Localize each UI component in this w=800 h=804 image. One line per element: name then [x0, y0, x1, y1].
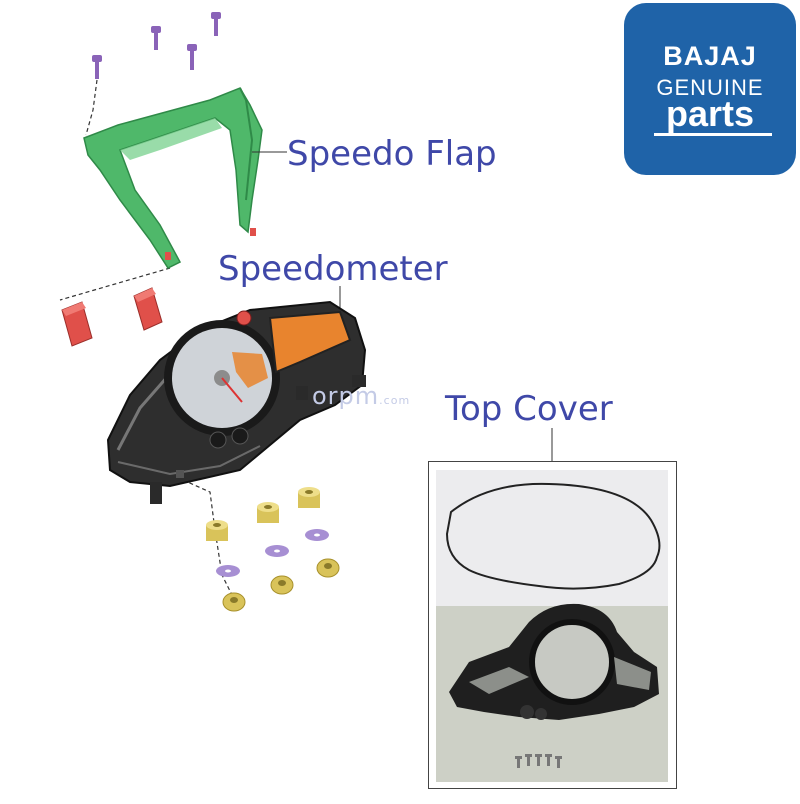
lcd-display — [268, 310, 352, 374]
cover-screws — [515, 754, 562, 768]
indicator-light — [236, 310, 252, 326]
bolt-2 — [151, 26, 161, 50]
speedo-flap-label: Speedo Flap — [287, 134, 497, 174]
top-cover-label: Top Cover — [445, 389, 613, 429]
rubber-clips — [61, 287, 163, 347]
top-cover-photo — [428, 461, 677, 789]
bajaj-genuine-parts-logo: BAJAJ GENUINE parts — [624, 3, 796, 175]
nut — [316, 558, 340, 578]
speedometer-label: Speedometer — [218, 249, 448, 289]
washer — [305, 529, 329, 541]
washer — [216, 565, 240, 577]
cover-dial-window — [529, 619, 615, 705]
watermark: orpm.com — [312, 382, 411, 410]
bush — [257, 502, 279, 523]
bolt-4 — [187, 44, 197, 70]
gasket-seal — [445, 482, 661, 590]
logo-brand: BAJAJ — [663, 41, 757, 71]
guide-lines — [59, 79, 233, 596]
flap-clip-tab — [250, 228, 256, 236]
washer — [265, 545, 289, 557]
bush — [298, 487, 320, 508]
nut — [222, 592, 246, 612]
clip-right — [133, 287, 163, 331]
top-cover-photo-image — [436, 470, 668, 782]
bolt-3 — [211, 12, 221, 36]
nut — [270, 575, 294, 595]
logo-parts: parts — [665, 93, 755, 134]
clip-left — [61, 301, 93, 347]
speedo-flap-bracket — [83, 87, 263, 269]
bush — [206, 520, 228, 541]
flap-clip-tab — [165, 252, 171, 260]
logo-genuine: GENUINE — [656, 75, 764, 100]
bolt-1 — [92, 55, 102, 79]
dial-needle — [221, 377, 243, 403]
logo-underline — [654, 133, 772, 136]
speedometer-unit — [106, 300, 367, 504]
bushes-and-washers — [206, 487, 340, 612]
mounting-bolts — [92, 12, 221, 79]
